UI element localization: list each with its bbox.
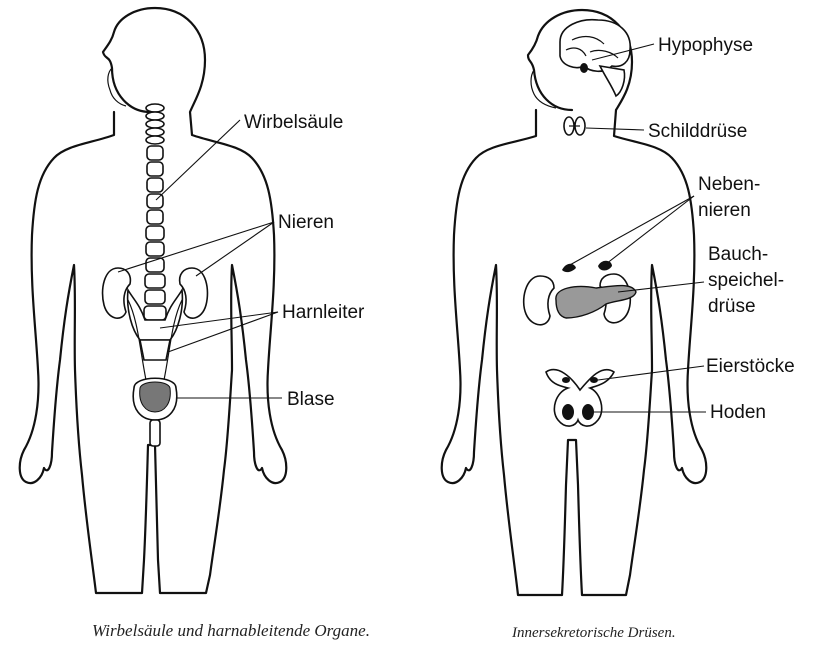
- label-eierstoecke: Eierstöcke: [706, 356, 795, 377]
- label-wirbelsaeule: Wirbelsäule: [244, 112, 343, 133]
- label-harnleiter: Harnleiter: [282, 302, 365, 323]
- brain: [560, 20, 630, 96]
- label-hoden: Hoden: [710, 402, 766, 423]
- bladder: [133, 378, 177, 446]
- caption-right: Innersekretorische Drüsen.: [511, 625, 676, 641]
- label-nieren: Nieren: [278, 212, 334, 233]
- adrenal-right: [598, 261, 612, 271]
- right-body-figure: Hypophyse Schilddrüse Neben- nieren Bauc…: [442, 10, 795, 641]
- label-nebennieren-line2: nieren: [698, 200, 751, 221]
- label-bauch-line1: Bauch-: [708, 244, 768, 265]
- leader-nieren-a: [118, 222, 274, 272]
- label-schilddruese: Schilddrüse: [648, 121, 747, 142]
- thyroid: [564, 117, 585, 135]
- left-body-figure: Wirbelsäule Nieren Harnleiter Blase Wirb…: [20, 8, 370, 640]
- label-bauch-line3: drüse: [708, 296, 756, 317]
- label-bauch-line2: speichel-: [708, 270, 784, 291]
- left-kidney-a: [103, 268, 131, 318]
- leader-nebennieren-b: [606, 196, 694, 264]
- label-blase: Blase: [287, 389, 335, 410]
- label-hypophyse: Hypophyse: [658, 35, 753, 56]
- right-kidney-a: [524, 276, 554, 325]
- label-nebennieren-line1: Neben-: [698, 174, 760, 195]
- left-kidney-b: [180, 268, 208, 318]
- leader-wirbelsaeule: [156, 120, 240, 200]
- leader-harnleiter-b: [168, 312, 278, 352]
- leader-nebennieren-a: [568, 196, 694, 266]
- caption-left: Wirbelsäule und harnableitende Organe.: [92, 621, 370, 640]
- gonads: [546, 370, 614, 426]
- leader-nieren-b: [196, 222, 274, 276]
